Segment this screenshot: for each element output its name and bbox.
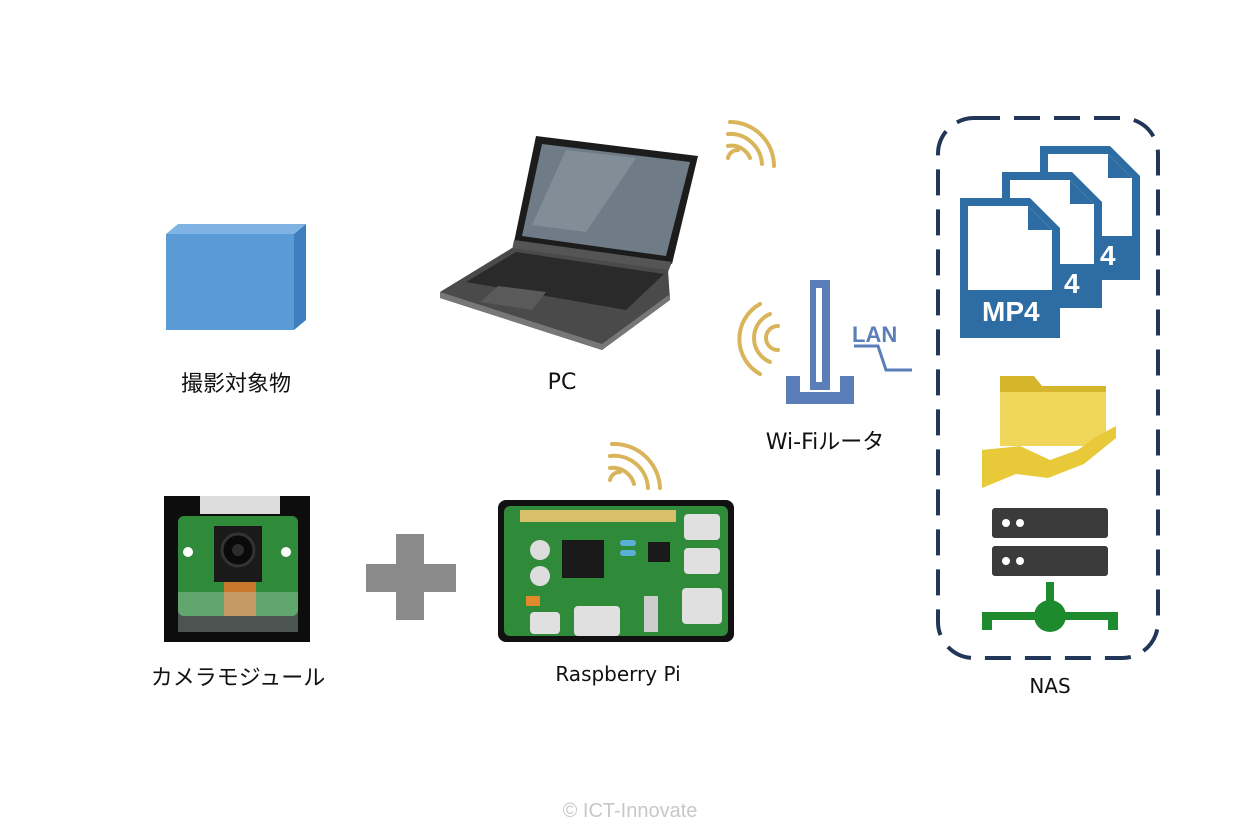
laptop-icon	[440, 136, 698, 350]
copyright-text: © ICT-Innovate	[562, 800, 698, 822]
mp4-partial-label: 4	[1064, 268, 1080, 299]
wifi-icon	[608, 441, 662, 490]
camera-icon	[164, 496, 310, 642]
network-icon	[982, 582, 1118, 632]
pc-label: PC	[547, 370, 577, 395]
wifi-icon	[737, 302, 780, 376]
camera-label: カメラモジュール	[150, 666, 326, 691]
plus-icon	[366, 534, 456, 620]
pi-label: Raspberry Pi	[555, 662, 681, 686]
router-icon	[786, 280, 912, 404]
nas-label: NAS	[1029, 674, 1071, 698]
lan-label: LAN	[852, 322, 898, 347]
server-icon	[992, 508, 1108, 576]
mp4-partial-label: 4	[1100, 240, 1116, 271]
object-label: 撮影対象物	[180, 372, 292, 397]
folder-hand-icon	[982, 376, 1116, 488]
mp4-label: MP4	[982, 296, 1040, 327]
router-label: Wi-Fiルータ	[765, 430, 885, 455]
nas-frame	[936, 116, 1160, 660]
raspberry-pi-icon	[498, 500, 734, 642]
wifi-icon	[726, 120, 776, 168]
file-icon	[960, 146, 1140, 338]
box-icon	[166, 224, 306, 330]
